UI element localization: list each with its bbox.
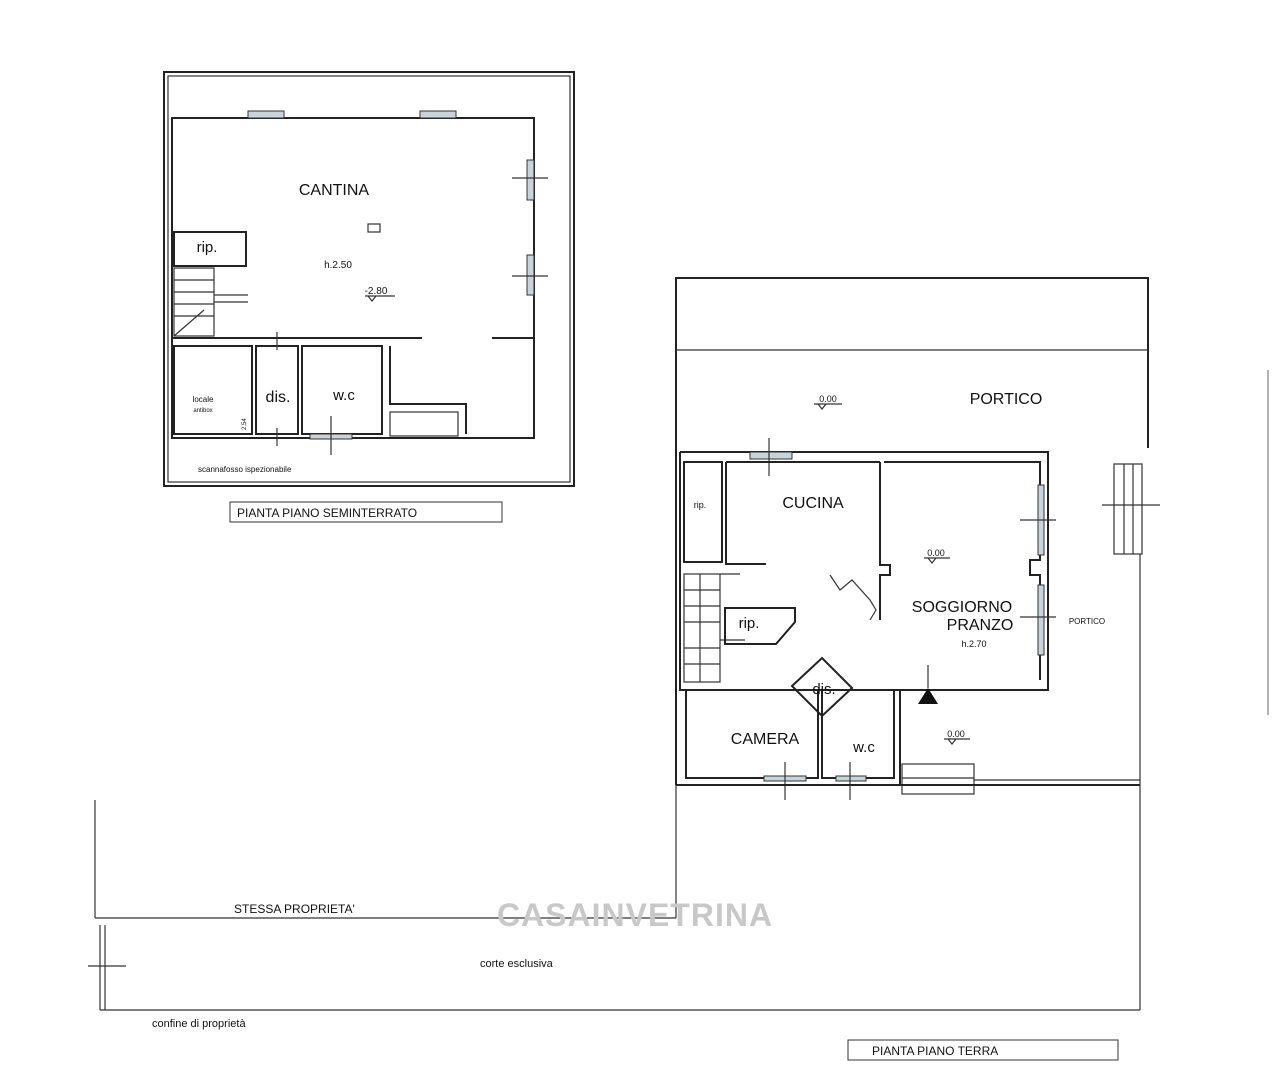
room-label-dis: dis. xyxy=(812,681,835,698)
stessa-proprieta-label: STESSA PROPRIETA' xyxy=(234,902,355,916)
room-label-cantina: CANTINA xyxy=(299,182,370,199)
basement-title: PIANTA PIANO SEMINTERRATO xyxy=(237,506,417,520)
ground-title-box xyxy=(847,1039,1119,1061)
level-label-soggiorno: 0.00 xyxy=(927,548,945,558)
camera-room xyxy=(685,689,819,779)
locale-room xyxy=(173,345,253,435)
height-label: h.2.70 xyxy=(961,639,986,649)
house-outer-wall xyxy=(679,451,1049,691)
window xyxy=(1037,584,1045,656)
room-label-wc: w.c xyxy=(852,739,875,756)
basement-plan: CANTINA rip. h.2.50 -2.80 locale antibox… xyxy=(163,71,575,523)
scannafosso-label: scannafosso ispezionabile xyxy=(198,465,292,474)
window xyxy=(247,110,285,119)
room-label-camera: CAMERA xyxy=(731,731,800,748)
level-marker-icon xyxy=(365,295,395,302)
stairs xyxy=(173,267,248,337)
entrance-arrow-icon xyxy=(918,688,938,704)
ground-plan: 0.00 PORTICO xyxy=(675,277,1160,800)
room-label-rip-small: rip. xyxy=(694,500,707,510)
site-plan: STESSA PROPRIETA' corte esclusiva confin… xyxy=(88,785,1141,1061)
room-label-cucina: CUCINA xyxy=(782,495,844,512)
level-label-exterior: 0.00 xyxy=(947,729,965,739)
room-label-pranzo: PRANZO xyxy=(947,617,1014,634)
ground-title: PIANTA PIANO TERRA xyxy=(872,1044,998,1058)
window xyxy=(526,159,535,201)
dimension-label: 2.54 xyxy=(242,418,248,430)
watermark: CASAINVETRINA xyxy=(497,897,773,933)
exterior-steps xyxy=(1113,463,1143,555)
basement-outer-wall xyxy=(163,71,575,487)
confine-label: confine di proprietà xyxy=(152,1018,246,1030)
room-label-portico: PORTICO xyxy=(970,391,1043,408)
room-label-wc: w.c xyxy=(332,387,355,404)
level-label: -2.80 xyxy=(365,286,388,297)
rip-room xyxy=(724,607,796,645)
basement-title-box xyxy=(229,501,503,523)
room-label-rip: rip. xyxy=(197,239,218,256)
room-label-locale-sub: antibox xyxy=(193,408,212,414)
stairs xyxy=(683,573,745,683)
window xyxy=(749,451,793,460)
height-label: h.2.50 xyxy=(324,260,352,271)
entrance-steps xyxy=(901,763,975,795)
portico-outline xyxy=(675,277,1149,785)
rip-small-room xyxy=(683,461,723,563)
room-label-soggiorno: SOGGIORNO xyxy=(912,599,1012,616)
room-label-locale: locale xyxy=(193,395,214,404)
room-label-portico-side: PORTICO xyxy=(1069,617,1105,626)
wc-room xyxy=(821,689,895,779)
room-label-rip: rip. xyxy=(739,615,760,632)
window xyxy=(835,775,867,782)
corte-label: corte esclusiva xyxy=(480,958,554,970)
kitchen-counter xyxy=(829,574,877,621)
window xyxy=(419,110,457,119)
room-label-dis: dis. xyxy=(266,389,291,406)
rip-room xyxy=(173,231,247,267)
window xyxy=(526,254,535,296)
dis-room xyxy=(790,656,854,718)
level-label-portico: 0.00 xyxy=(819,394,837,404)
